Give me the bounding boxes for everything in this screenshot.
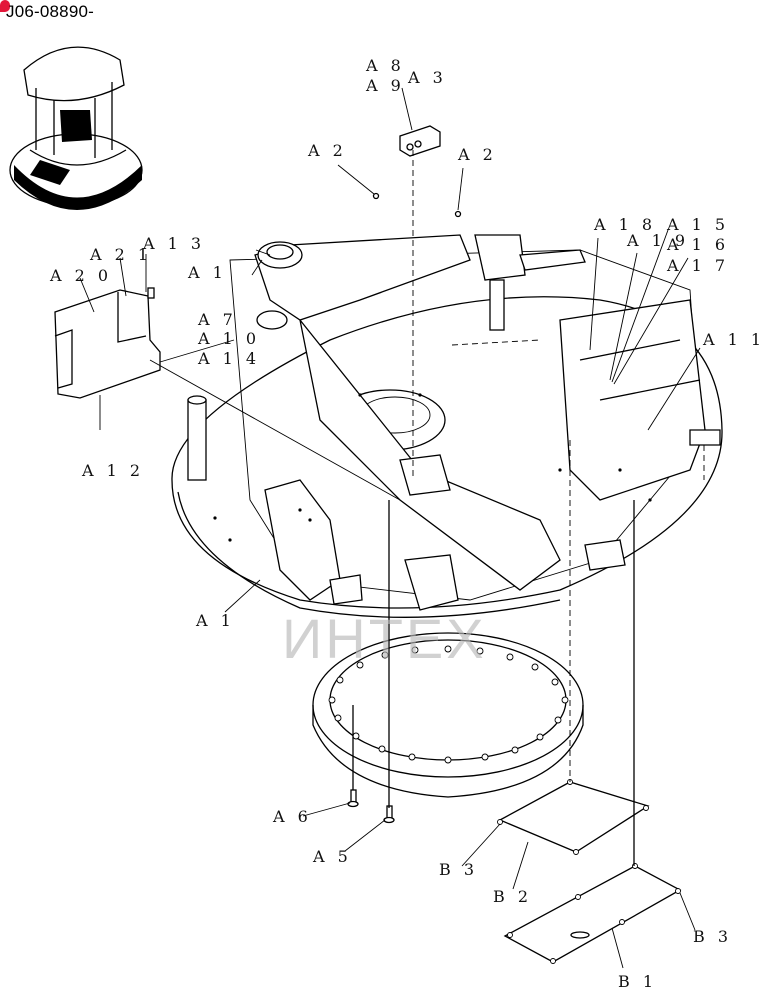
under-covers: [497, 779, 682, 964]
revolving-frame: [171, 234, 723, 618]
callout-a11: A 1 1: [703, 330, 765, 349]
callout-a1-top: A 1: [188, 263, 227, 282]
callout-a20: A 2 0: [50, 266, 113, 285]
swing-bearing: [312, 632, 584, 798]
assembly-lines: [149, 150, 705, 866]
exploded-drawing: [9, 46, 723, 969]
top-bracket: [372, 125, 462, 218]
callout-a9: A 9: [366, 76, 405, 95]
callout-a5: A 5: [313, 847, 352, 866]
leader-lines: [79, 87, 701, 969]
callout-a17: A 1 7: [667, 256, 730, 275]
cab-thumbnail: [9, 46, 143, 210]
callout-b3-left: B 3: [439, 860, 479, 879]
document-id: J06-08890-: [6, 2, 95, 21]
callout-a21: A 2 1: [90, 245, 153, 264]
callout-a7: A 7: [198, 310, 237, 329]
callout-a15: A 1 5: [667, 215, 730, 234]
callout-a19: A 1 9: [627, 231, 690, 250]
callout-a8: A 8: [366, 56, 405, 75]
callout-a1-bottom: A 1: [196, 611, 235, 630]
side-cover-plate: [54, 287, 161, 399]
callout-b3-right: B 3: [693, 927, 733, 946]
callout-a3: A 3: [408, 68, 447, 87]
callout-a2-right: A 2: [458, 145, 497, 164]
callout-a10: A 1 0: [198, 329, 261, 348]
callout-a12: A 1 2: [82, 461, 145, 480]
callout-b1: B 1: [618, 972, 658, 991]
callout-a6: A 6: [273, 807, 312, 826]
callout-a13: A 1 3: [143, 234, 206, 253]
callout-a2-left: A 2: [308, 141, 347, 160]
watermark-text: ИНТЕХ: [282, 607, 487, 670]
callout-a14: A 1 4: [198, 349, 261, 368]
callout-a18: A 1 8: [594, 215, 657, 234]
callout-a16: A 1 6: [667, 235, 730, 254]
doc-marker: [0, 0, 10, 12]
bolts: [347, 789, 395, 824]
callout-b2: B 2: [493, 887, 533, 906]
